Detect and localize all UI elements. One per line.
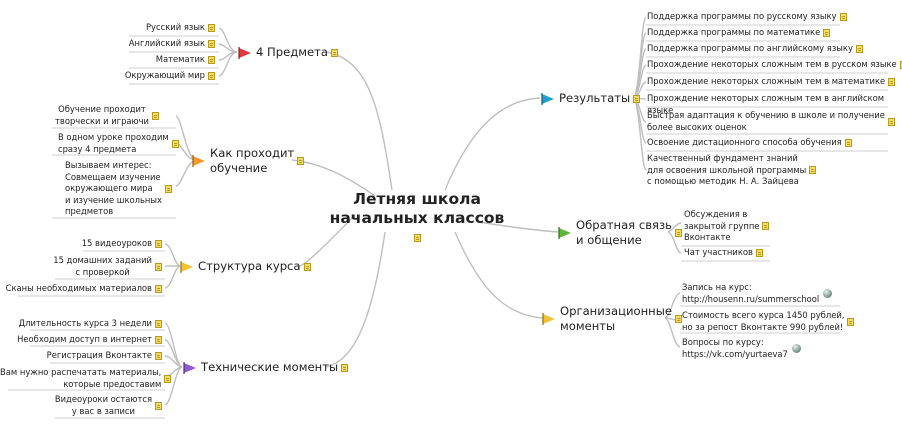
gold-flag-icon <box>542 312 555 325</box>
branch-label: Организационные моменты <box>560 304 673 333</box>
note-icon <box>208 71 215 80</box>
list-item[interactable]: Чат участников <box>684 247 766 259</box>
list-item[interactable]: Быстрая адаптация к обучению в школе и п… <box>647 110 898 133</box>
globe-link-icon[interactable] <box>791 344 801 354</box>
note-icon <box>164 184 172 193</box>
note-icon <box>755 248 763 257</box>
note-icon <box>208 55 215 64</box>
list-item[interactable]: Прохождение некоторых сложным тем в русс… <box>647 59 902 71</box>
note-icon <box>155 262 162 271</box>
list-item[interactable]: Поддержка программы по русскому языку <box>647 11 850 23</box>
note-icon <box>208 23 215 32</box>
note-icon <box>844 138 852 147</box>
yellow-flag-icon <box>180 260 193 273</box>
branch-label: 4 Предмета <box>256 45 329 60</box>
list-item[interactable]: Английский язык <box>129 38 218 50</box>
list-item[interactable]: Окружающий мир <box>125 70 218 82</box>
note-icon <box>331 48 339 57</box>
list-item[interactable]: 15 домашних заданий с проверкой <box>53 255 165 278</box>
list-item[interactable]: Обучение проходит творчески и играючи <box>55 104 162 127</box>
orange-flag-icon <box>192 154 205 167</box>
list-item[interactable]: 15 видеоуроков <box>82 238 165 250</box>
note-icon <box>839 12 847 21</box>
list-item[interactable]: Стоимость всего курса 1450 рублей, но за… <box>682 310 857 333</box>
list-item[interactable]: Сканы необходимых материалов <box>6 283 165 295</box>
list-item[interactable]: Регистрация Вконтакте <box>47 350 165 362</box>
branch-label: Технические моменты <box>201 360 339 375</box>
note-icon <box>151 111 159 120</box>
note-icon <box>208 39 215 48</box>
branch-feedback[interactable]: Обратная связь и общение <box>558 218 685 247</box>
branch-label: Структура курса <box>198 259 301 274</box>
list-item[interactable]: Поддержка программы по математике <box>647 27 833 39</box>
branch-technical[interactable]: Технические моменты <box>183 360 351 375</box>
note-icon <box>855 44 863 53</box>
branch-label: Обратная связь и общение <box>576 218 673 247</box>
list-item[interactable]: Прохождение некоторых сложным тем в англ… <box>647 93 885 115</box>
note-icon <box>171 139 179 148</box>
branch-results[interactable]: Результаты <box>541 91 643 106</box>
central-topic-title: Летняя школа начальных классов <box>329 190 505 227</box>
note-icon <box>155 239 162 248</box>
note-icon <box>155 319 162 328</box>
branch-label: Как проходит обучение <box>210 146 295 175</box>
note-icon <box>633 94 641 103</box>
note-icon <box>887 117 895 126</box>
note-icon <box>675 228 683 237</box>
list-item[interactable]: В одном уроке проходим сразу 4 предмета <box>58 132 182 155</box>
list-item[interactable]: Вызываем интерес: Совмещаем изучение окр… <box>65 160 175 218</box>
green-flag-icon <box>558 226 571 239</box>
cyan-flag-icon <box>541 92 554 105</box>
branch-learning[interactable]: Как проходит обучение <box>192 146 307 175</box>
note-icon <box>809 166 817 175</box>
list-item[interactable]: Длительность курса 3 недели <box>19 318 165 330</box>
note-icon <box>847 317 855 326</box>
list-item[interactable]: Необходим доступ в интернет <box>17 334 165 346</box>
note-icon <box>297 156 305 165</box>
list-item[interactable]: Обсуждения в закрытой группе Вконтакте <box>684 209 772 244</box>
note-icon <box>413 233 421 242</box>
central-topic[interactable]: Летняя школа начальных классов <box>328 190 506 247</box>
note-icon <box>164 374 172 383</box>
branch-subjects[interactable]: 4 Предмета <box>238 45 341 60</box>
list-item[interactable]: Вам нужно распечатать материалы, которые… <box>0 367 172 390</box>
purple-flag-icon <box>183 361 196 374</box>
note-icon <box>341 363 349 372</box>
list-item[interactable]: Математик <box>156 54 218 66</box>
note-icon <box>155 335 162 344</box>
list-item[interactable]: Запись на курс: http://housenn.ru/summer… <box>682 282 833 305</box>
list-item[interactable]: Поддержка программы по английскому языку <box>647 43 866 55</box>
list-item[interactable]: Освоение дистационного способа обучения <box>647 137 855 149</box>
list-item[interactable]: Видеоуроки остаются у вас в записи <box>55 394 165 417</box>
note-icon <box>303 262 311 271</box>
list-item[interactable]: Вопросы по курсу: https://vk.com/yurtaev… <box>682 337 801 360</box>
note-icon <box>762 222 770 231</box>
note-icon <box>823 28 831 37</box>
globe-link-icon[interactable] <box>823 289 833 299</box>
red-flag-icon <box>238 46 251 59</box>
note-icon <box>675 314 683 323</box>
list-item[interactable]: Русский язык <box>146 22 218 34</box>
note-icon <box>155 401 162 410</box>
list-item[interactable]: Качественный фундамент знаний для освоен… <box>647 153 819 188</box>
branch-org[interactable]: Организационные моменты <box>542 304 685 333</box>
note-icon <box>155 284 162 293</box>
branch-structure[interactable]: Структура курса <box>180 259 314 274</box>
note-icon <box>888 77 896 86</box>
note-icon <box>155 351 162 360</box>
list-item[interactable]: Прохождение некоторых сложным тем в мате… <box>647 76 898 88</box>
branch-label: Результаты <box>559 91 631 106</box>
